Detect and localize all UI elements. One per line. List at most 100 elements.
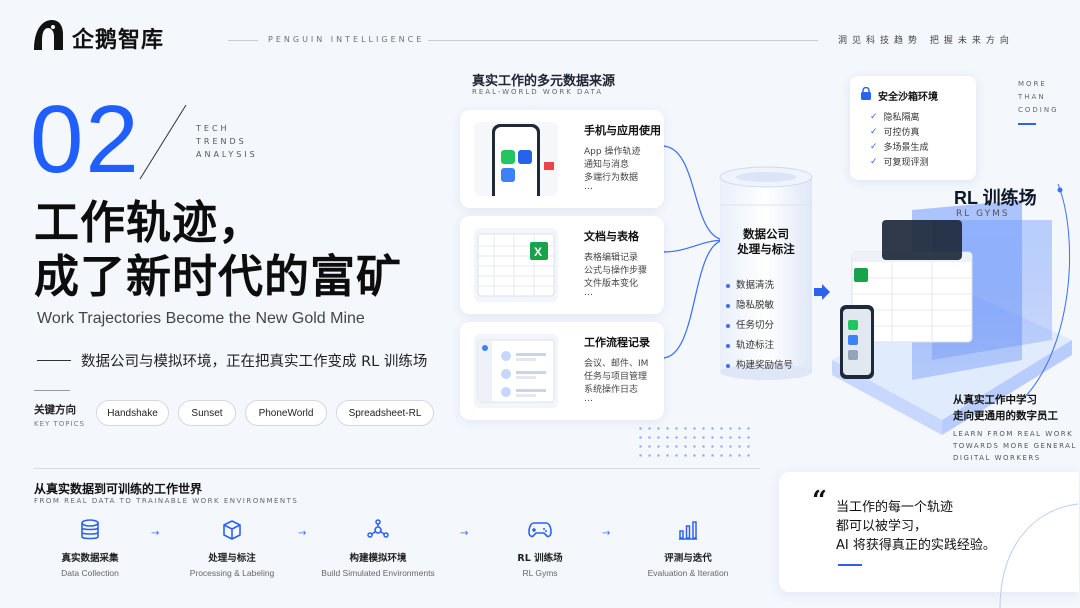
- processing-title-line: 数据公司: [743, 227, 789, 241]
- source-card-line: …: [584, 394, 593, 404]
- quote-card: [779, 472, 1079, 592]
- brand-tagline: PENGUIN INTELLIGENCE: [268, 35, 425, 44]
- source-card-line: 任务与项目管理: [584, 372, 648, 382]
- pipeline-step-rl-gyms[interactable]: RL 训练场 RL Gyms: [470, 518, 610, 578]
- header-rule-right: [428, 40, 818, 41]
- processing-title-line: 处理与标注: [737, 242, 795, 256]
- source-card-line: 表格编辑记录: [584, 253, 639, 263]
- statement-dash: [37, 360, 71, 361]
- pipeline-step-simulation[interactable]: 构建模拟环境 Build Simulated Environments: [308, 518, 448, 578]
- arrow-right-icon: [814, 284, 830, 300]
- dot-pattern: [636, 424, 756, 460]
- sandbox-item: ✓多场景生成: [870, 141, 929, 154]
- phone-illustration: [474, 122, 558, 196]
- sandbox-item: ✓隐私隔离: [870, 111, 920, 124]
- pipeline-step-collection[interactable]: 真实数据采集 Data Collection: [20, 518, 160, 578]
- lock-icon: [861, 87, 871, 100]
- source-card-docs[interactable]: X 文档与表格 表格编辑记录 公式与操作步骤 文件版本变化 …: [460, 216, 664, 314]
- pipeline-arrow: →: [602, 528, 611, 539]
- sandbox-item: ✓可复现评测: [870, 156, 929, 169]
- processing-item: 轨迹标注: [726, 336, 793, 356]
- source-card-title: 手机与应用使用: [584, 124, 661, 137]
- processing-item: 构建奖励信号: [726, 356, 793, 376]
- bottom-divider: [34, 468, 760, 469]
- workflow-app-icon: [477, 339, 555, 403]
- quote-mark: “: [812, 486, 827, 516]
- sandbox-item: ✓可控仿真: [870, 126, 920, 139]
- learn-caption: 从真实工作中学习走向更通用的数字员工: [953, 394, 1058, 422]
- quote-underline: [838, 564, 862, 566]
- statement: 数据公司与模拟环境，正在把真实工作变成 RL 训练场: [37, 350, 427, 371]
- sources-subtitle: REAL-WORLD WORK DATA: [472, 88, 604, 96]
- sandbox-card[interactable]: 安全沙箱环境 ✓隐私隔离 ✓可控仿真 ✓多场景生成 ✓可复现评测: [850, 76, 976, 180]
- source-card-line: 系统操作日志: [584, 385, 639, 395]
- pipeline-subtitle: FROM REAL DATA TO TRAINABLE WORK ENVIRON…: [34, 497, 299, 505]
- side-line: TRENDS: [196, 137, 247, 146]
- pipeline-step-processing[interactable]: 处理与标注 Processing & Labeling: [162, 518, 302, 578]
- source-card-title: 文档与表格: [584, 230, 639, 243]
- section-number: 02: [30, 86, 141, 193]
- source-card-line: 多端行为数据: [584, 173, 639, 183]
- source-card-workflow[interactable]: 工作流程记录 会议、邮件、IM 任务与项目管理 系统操作日志 …: [460, 322, 664, 420]
- check-icon: ✓: [870, 111, 878, 122]
- sources-title: 真实工作的多元数据来源: [472, 74, 616, 89]
- key-topics-label: 关键方向 KEY TOPICS: [34, 390, 85, 428]
- rl-gym-subtitle: RL GYMS: [956, 209, 1010, 219]
- page-title: 工作轨迹， 成了新时代的富矿: [34, 196, 402, 304]
- network-icon: [367, 519, 389, 538]
- title-line: 工作轨迹，: [34, 196, 265, 249]
- svg-text:X: X: [534, 245, 542, 259]
- topic-chip-sunset[interactable]: Sunset: [178, 400, 236, 426]
- workflow-illustration: [474, 334, 558, 408]
- bar-chart-icon: [679, 521, 697, 540]
- processing-title: 数据公司 处理与标注: [718, 227, 814, 257]
- topic-chips: Handshake Sunset PhoneWorld Spreadsheet-…: [96, 400, 434, 426]
- title-en: Work Trajectories Become the New Gold Mi…: [37, 310, 365, 327]
- check-icon: ✓: [870, 141, 878, 152]
- pipeline-step-evaluation[interactable]: 评测与迭代 Evaluation & Iteration: [618, 518, 758, 578]
- topic-chip-handshake[interactable]: Handshake: [96, 400, 169, 426]
- key-topics-en: KEY TOPICS: [34, 420, 85, 428]
- processing-item: 数据清洗: [726, 276, 793, 296]
- header-slogan: 洞见科技趋势 把握未来方向: [838, 36, 1014, 46]
- sandbox-title: 安全沙箱环境: [878, 92, 938, 103]
- source-card-line: App 操作轨迹: [584, 147, 641, 157]
- penguin-logo-icon: [34, 20, 63, 50]
- accent-underline: [1018, 123, 1036, 125]
- side-line: ANALYSIS: [196, 150, 258, 159]
- gamepad-icon: [528, 522, 552, 538]
- spreadsheet-illustration: X: [474, 228, 558, 302]
- source-card-line: …: [584, 288, 593, 298]
- spreadsheet-icon: X: [477, 233, 555, 297]
- source-card-line: 通知与消息: [584, 160, 630, 170]
- rl-gym-illustration: [832, 183, 1072, 435]
- topic-chip-phoneworld[interactable]: PhoneWorld: [245, 400, 327, 426]
- decorative-arc: [999, 503, 1079, 608]
- title-line: 成了新时代的富矿: [34, 250, 403, 303]
- key-topics-rule: [34, 390, 70, 391]
- brand-name: 企鹅智库: [72, 28, 165, 53]
- pipeline-arrow: →: [460, 528, 469, 539]
- source-card-line: …: [584, 182, 593, 192]
- phone-apps-icon: [492, 124, 554, 196]
- source-card-mobile[interactable]: 手机与应用使用 App 操作轨迹 通知与消息 多端行为数据 …: [460, 110, 664, 208]
- pipeline-arrow: →: [151, 528, 160, 539]
- source-card-line: 公式与操作步骤: [584, 266, 648, 276]
- quote-text: 当工作的每一个轨迹 都可以被学习， AI 将获得真正的实践经验。: [836, 500, 996, 553]
- statement-text: 数据公司与模拟环境，正在把真实工作变成 RL 训练场: [81, 354, 428, 370]
- processing-item: 任务切分: [726, 316, 793, 336]
- header-rule-left: [228, 40, 258, 41]
- check-icon: ✓: [870, 126, 878, 137]
- processing-item: 隐私脱敏: [726, 296, 793, 316]
- database-cylinder-icon: [719, 166, 813, 380]
- check-icon: ✓: [870, 156, 878, 167]
- source-card-line: 文件版本变化: [584, 279, 639, 289]
- tech-trends-label: TECH TRENDS ANALYSIS: [196, 122, 258, 161]
- topic-chip-spreadsheet-rl[interactable]: Spreadsheet-RL: [336, 400, 434, 426]
- key-topics-zh: 关键方向: [34, 404, 76, 416]
- cube-icon: [223, 520, 241, 540]
- source-card-line: 会议、邮件、IM: [584, 359, 649, 369]
- side-line: TECH: [196, 124, 230, 133]
